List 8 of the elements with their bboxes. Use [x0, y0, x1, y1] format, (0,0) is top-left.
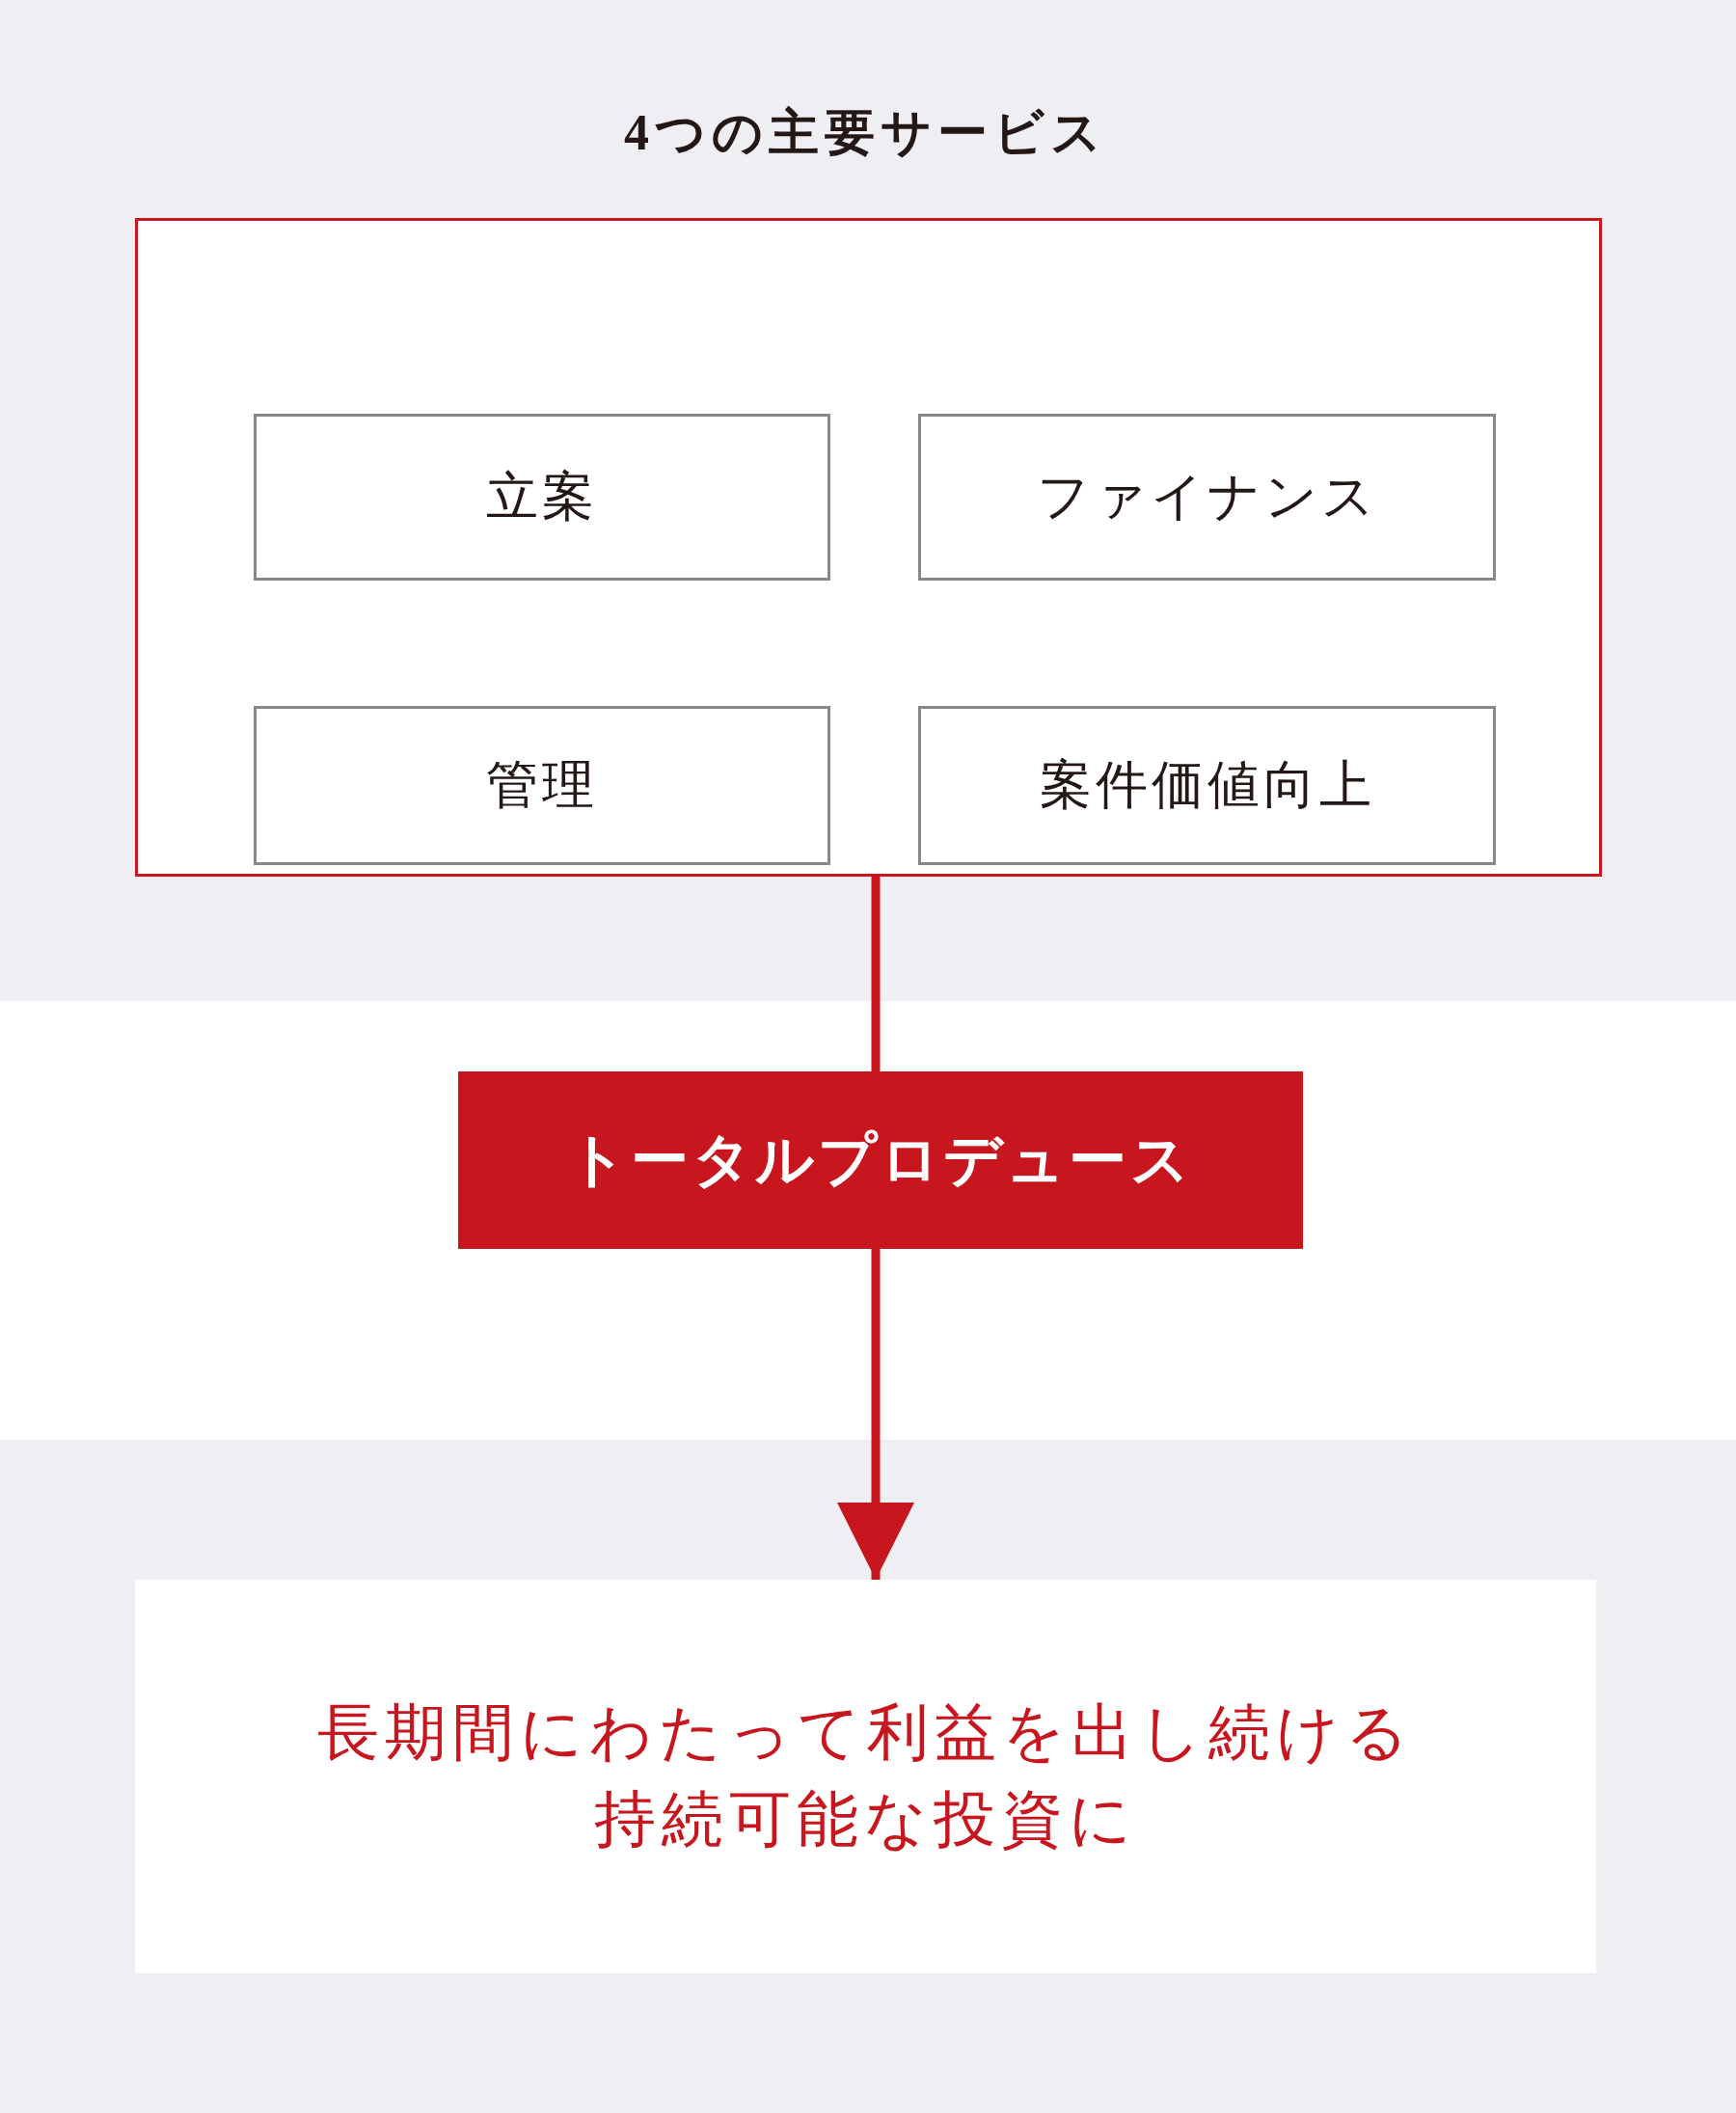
highlight-box: トータルプロデュース [458, 1071, 1303, 1249]
group-title: 4つの主要サービス [623, 104, 1108, 162]
result-box: 長期間にわたって利益を出し続ける持続可能な投資に [135, 1580, 1596, 1973]
service-box: 立案 [254, 414, 830, 581]
service-box: ファイナンス [918, 414, 1496, 581]
arrow [837, 1249, 914, 1580]
service-box: 管理 [254, 706, 830, 865]
service-box: 案件価値向上 [918, 706, 1496, 865]
